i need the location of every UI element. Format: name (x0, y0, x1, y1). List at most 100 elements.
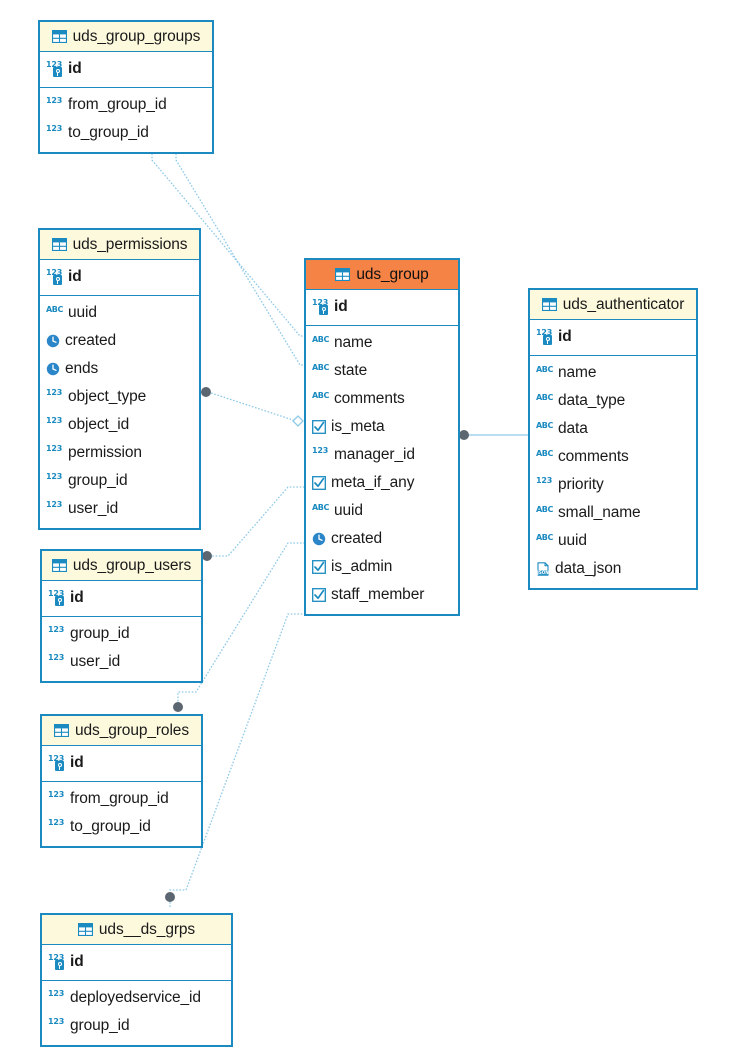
column-row[interactable]: is_meta (306, 413, 458, 441)
column-label: object_id (68, 416, 130, 433)
abc-icon: ABC (312, 363, 329, 372)
column-row[interactable]: meta_if_any (306, 469, 458, 497)
relationship-endpoint-dot[interactable] (173, 702, 183, 712)
pk-number-icon: 123 (48, 953, 65, 971)
abc-icon: ABC (312, 503, 329, 512)
column-label: small_name (558, 504, 641, 521)
relationship-endpoint-dot[interactable] (201, 387, 211, 397)
table-header-uds__ds_grps[interactable]: uds__ds_grps (42, 915, 231, 945)
abc-icon: ABC (536, 505, 553, 514)
column-label: group_id (70, 1017, 130, 1034)
column-label: name (334, 334, 373, 351)
table-icon (51, 559, 67, 572)
number-icon: 123 (536, 476, 553, 485)
column-row[interactable]: ends (40, 355, 199, 383)
column-row[interactable]: 123 deployedservice_id (42, 984, 231, 1012)
column-label: uuid (558, 532, 587, 549)
column-label: uuid (334, 502, 363, 519)
column-label: data_type (558, 392, 626, 409)
table-header-uds_group_roles[interactable]: uds_group_roles (42, 716, 201, 746)
column-label: uuid (68, 304, 97, 321)
pk-number-icon: 123 (46, 60, 63, 78)
relationship-endpoint-dot[interactable] (165, 892, 175, 902)
column-row[interactable]: ABC comments (306, 385, 458, 413)
table-name: uds_group (356, 265, 429, 283)
checkbox-icon (312, 588, 326, 602)
column-row[interactable]: staff_member (306, 581, 458, 609)
column-row[interactable]: is_admin (306, 553, 458, 581)
clock-icon (46, 334, 60, 348)
table-header-uds_permissions[interactable]: uds_permissions (40, 230, 199, 260)
relationship-endpoint-dot[interactable] (202, 551, 212, 561)
column-row[interactable]: ABC uuid (306, 497, 458, 525)
table-icon (335, 268, 351, 281)
column-row[interactable]: created (306, 525, 458, 553)
table-header-uds_group_groups[interactable]: uds_group_groups (40, 22, 212, 52)
column-label: group_id (70, 625, 130, 642)
pk-number-icon: 123 (48, 589, 65, 607)
table-header-uds_group_users[interactable]: uds_group_users (42, 551, 201, 581)
number-icon: 123 (48, 989, 65, 998)
column-label: comments (334, 390, 405, 407)
column-label: id (68, 268, 82, 285)
column-label: deployedservice_id (70, 989, 201, 1006)
table-header-uds_group[interactable]: uds_group (306, 260, 458, 290)
table-header-uds_authenticator[interactable]: uds_authenticator (530, 290, 696, 320)
relationship-endpoint-dot[interactable] (459, 430, 469, 440)
column-label: data (558, 420, 588, 437)
column-row[interactable]: ABC small_name (530, 499, 696, 527)
number-icon: 123 (48, 653, 65, 662)
column-label: from_group_id (70, 790, 169, 807)
clock-icon (46, 362, 60, 376)
clock-icon (312, 532, 326, 546)
column-label: to_group_id (70, 818, 151, 835)
column-label: created (65, 332, 116, 349)
abc-icon: ABC (312, 391, 329, 400)
column-row[interactable]: created (40, 327, 199, 355)
number-icon: 123 (46, 444, 63, 453)
